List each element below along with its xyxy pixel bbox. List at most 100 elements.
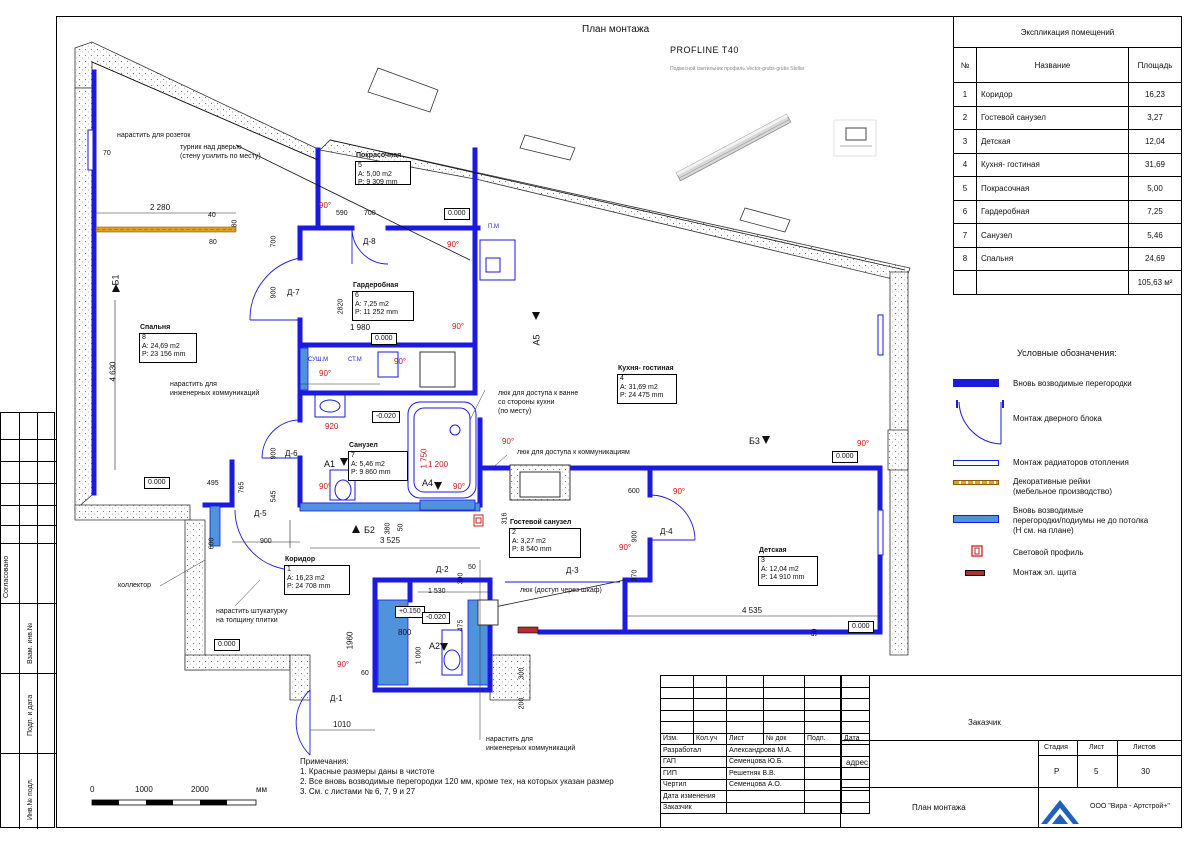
dim: 2820	[337, 298, 345, 315]
fixture-label: П.М	[488, 224, 499, 230]
dim: 600	[628, 488, 640, 495]
scale-unit: мм	[256, 785, 267, 794]
legend-wall-label: Вновь возводимые перегородки	[1013, 379, 1132, 388]
explication-col-num: №	[953, 47, 977, 83]
legend-light-label: Световой профиль	[1013, 548, 1084, 557]
level-mark: 0.000	[848, 621, 874, 633]
dim: 300	[457, 572, 465, 585]
title-block-person: Дата изменения	[660, 790, 870, 803]
angle-mark: 90°	[452, 322, 465, 331]
angle-mark: 90°	[502, 437, 515, 446]
dim: 3 525	[380, 536, 401, 545]
dim: 900	[270, 286, 278, 299]
level-mark: 0.000	[144, 477, 170, 489]
dim: 2 280	[150, 203, 171, 212]
dim: 1010	[333, 720, 351, 729]
dim: 590	[336, 210, 348, 217]
note-sockets: нарастить для розеток	[117, 132, 191, 139]
angle-mark: 90°	[857, 439, 870, 448]
dim: 50	[468, 564, 476, 571]
tb-stage: Р	[1054, 767, 1060, 776]
angle-mark: 90°	[319, 369, 332, 378]
view-label: Б2	[364, 525, 375, 535]
tb-sheet-h: Лист	[1089, 744, 1105, 751]
dim: 70	[103, 150, 111, 157]
explication-col-area: Площадь	[1128, 47, 1182, 83]
explication-total: 105,63 м²	[1128, 270, 1182, 295]
dim: 50	[811, 628, 819, 637]
bathtub	[407, 401, 477, 499]
legend-battens-label: Декоративные рейки(мебельное производств…	[1013, 477, 1112, 496]
dim: 1 980	[350, 323, 371, 332]
angle-mark: 90°	[453, 482, 466, 491]
doors	[234, 227, 696, 756]
level-mark: 0.000	[832, 451, 858, 463]
dim: 920	[325, 422, 339, 431]
door-label: Д-5	[254, 509, 267, 518]
drawing-frame	[56, 16, 1182, 828]
dim: 80	[231, 219, 239, 228]
scale-tick: 2000	[191, 785, 209, 794]
dim: 300	[518, 667, 526, 680]
dim: 1960	[345, 631, 355, 650]
level-mark: -0.020	[372, 411, 400, 423]
tb-sheets: 30	[1141, 767, 1150, 776]
scale-tick: 1000	[135, 785, 153, 794]
company-logo	[1041, 800, 1079, 824]
legend-panel-swatch	[965, 570, 985, 576]
legend-door-label: Монтаж дверного блока	[1013, 414, 1102, 423]
fixture-label: СУШ.М	[308, 357, 329, 363]
drawing-title: План монтажа	[582, 24, 650, 35]
angle-mark: 90°	[673, 487, 686, 496]
dim: 200	[518, 697, 526, 710]
electric-panel	[517, 626, 539, 634]
dim: 60	[361, 670, 369, 677]
light-profiles	[473, 514, 484, 527]
dim: 765	[238, 481, 246, 494]
tb-company: ООО "Вира - Артстрой+"	[1090, 803, 1170, 810]
product-name: PROFLINE T40	[670, 45, 739, 55]
level-mark: 0.000	[444, 208, 470, 220]
door-label: Д-3	[566, 566, 579, 575]
note-pullup: турник над дверью(стену усилить по месту…	[180, 144, 261, 160]
legend-wall-swatch	[953, 379, 999, 387]
exterior-walls	[74, 41, 911, 701]
note-hatch-comm: люк для доступа к коммуникациям	[517, 449, 630, 456]
legend-battens-swatch	[953, 480, 999, 485]
title-block-person: Заказчик	[660, 801, 870, 814]
dim: 1 000	[415, 646, 423, 665]
view-label: А4	[422, 478, 434, 488]
dim: 700	[270, 235, 278, 248]
angle-mark: 90°	[319, 482, 332, 491]
dim: 900	[631, 530, 639, 543]
scale-tick: 0	[90, 785, 95, 794]
scale-bar	[91, 799, 257, 806]
tb-sheets-h: Листов	[1133, 744, 1156, 751]
dim: 1 530	[428, 588, 446, 595]
legend-light-icon	[971, 545, 983, 557]
dimension-lines	[96, 212, 880, 731]
view-label: Б3	[749, 436, 760, 446]
door-label: Д-4	[660, 527, 673, 536]
explication-title: Экспликация помещений	[953, 16, 1182, 48]
door-label: Д-1	[330, 694, 343, 703]
